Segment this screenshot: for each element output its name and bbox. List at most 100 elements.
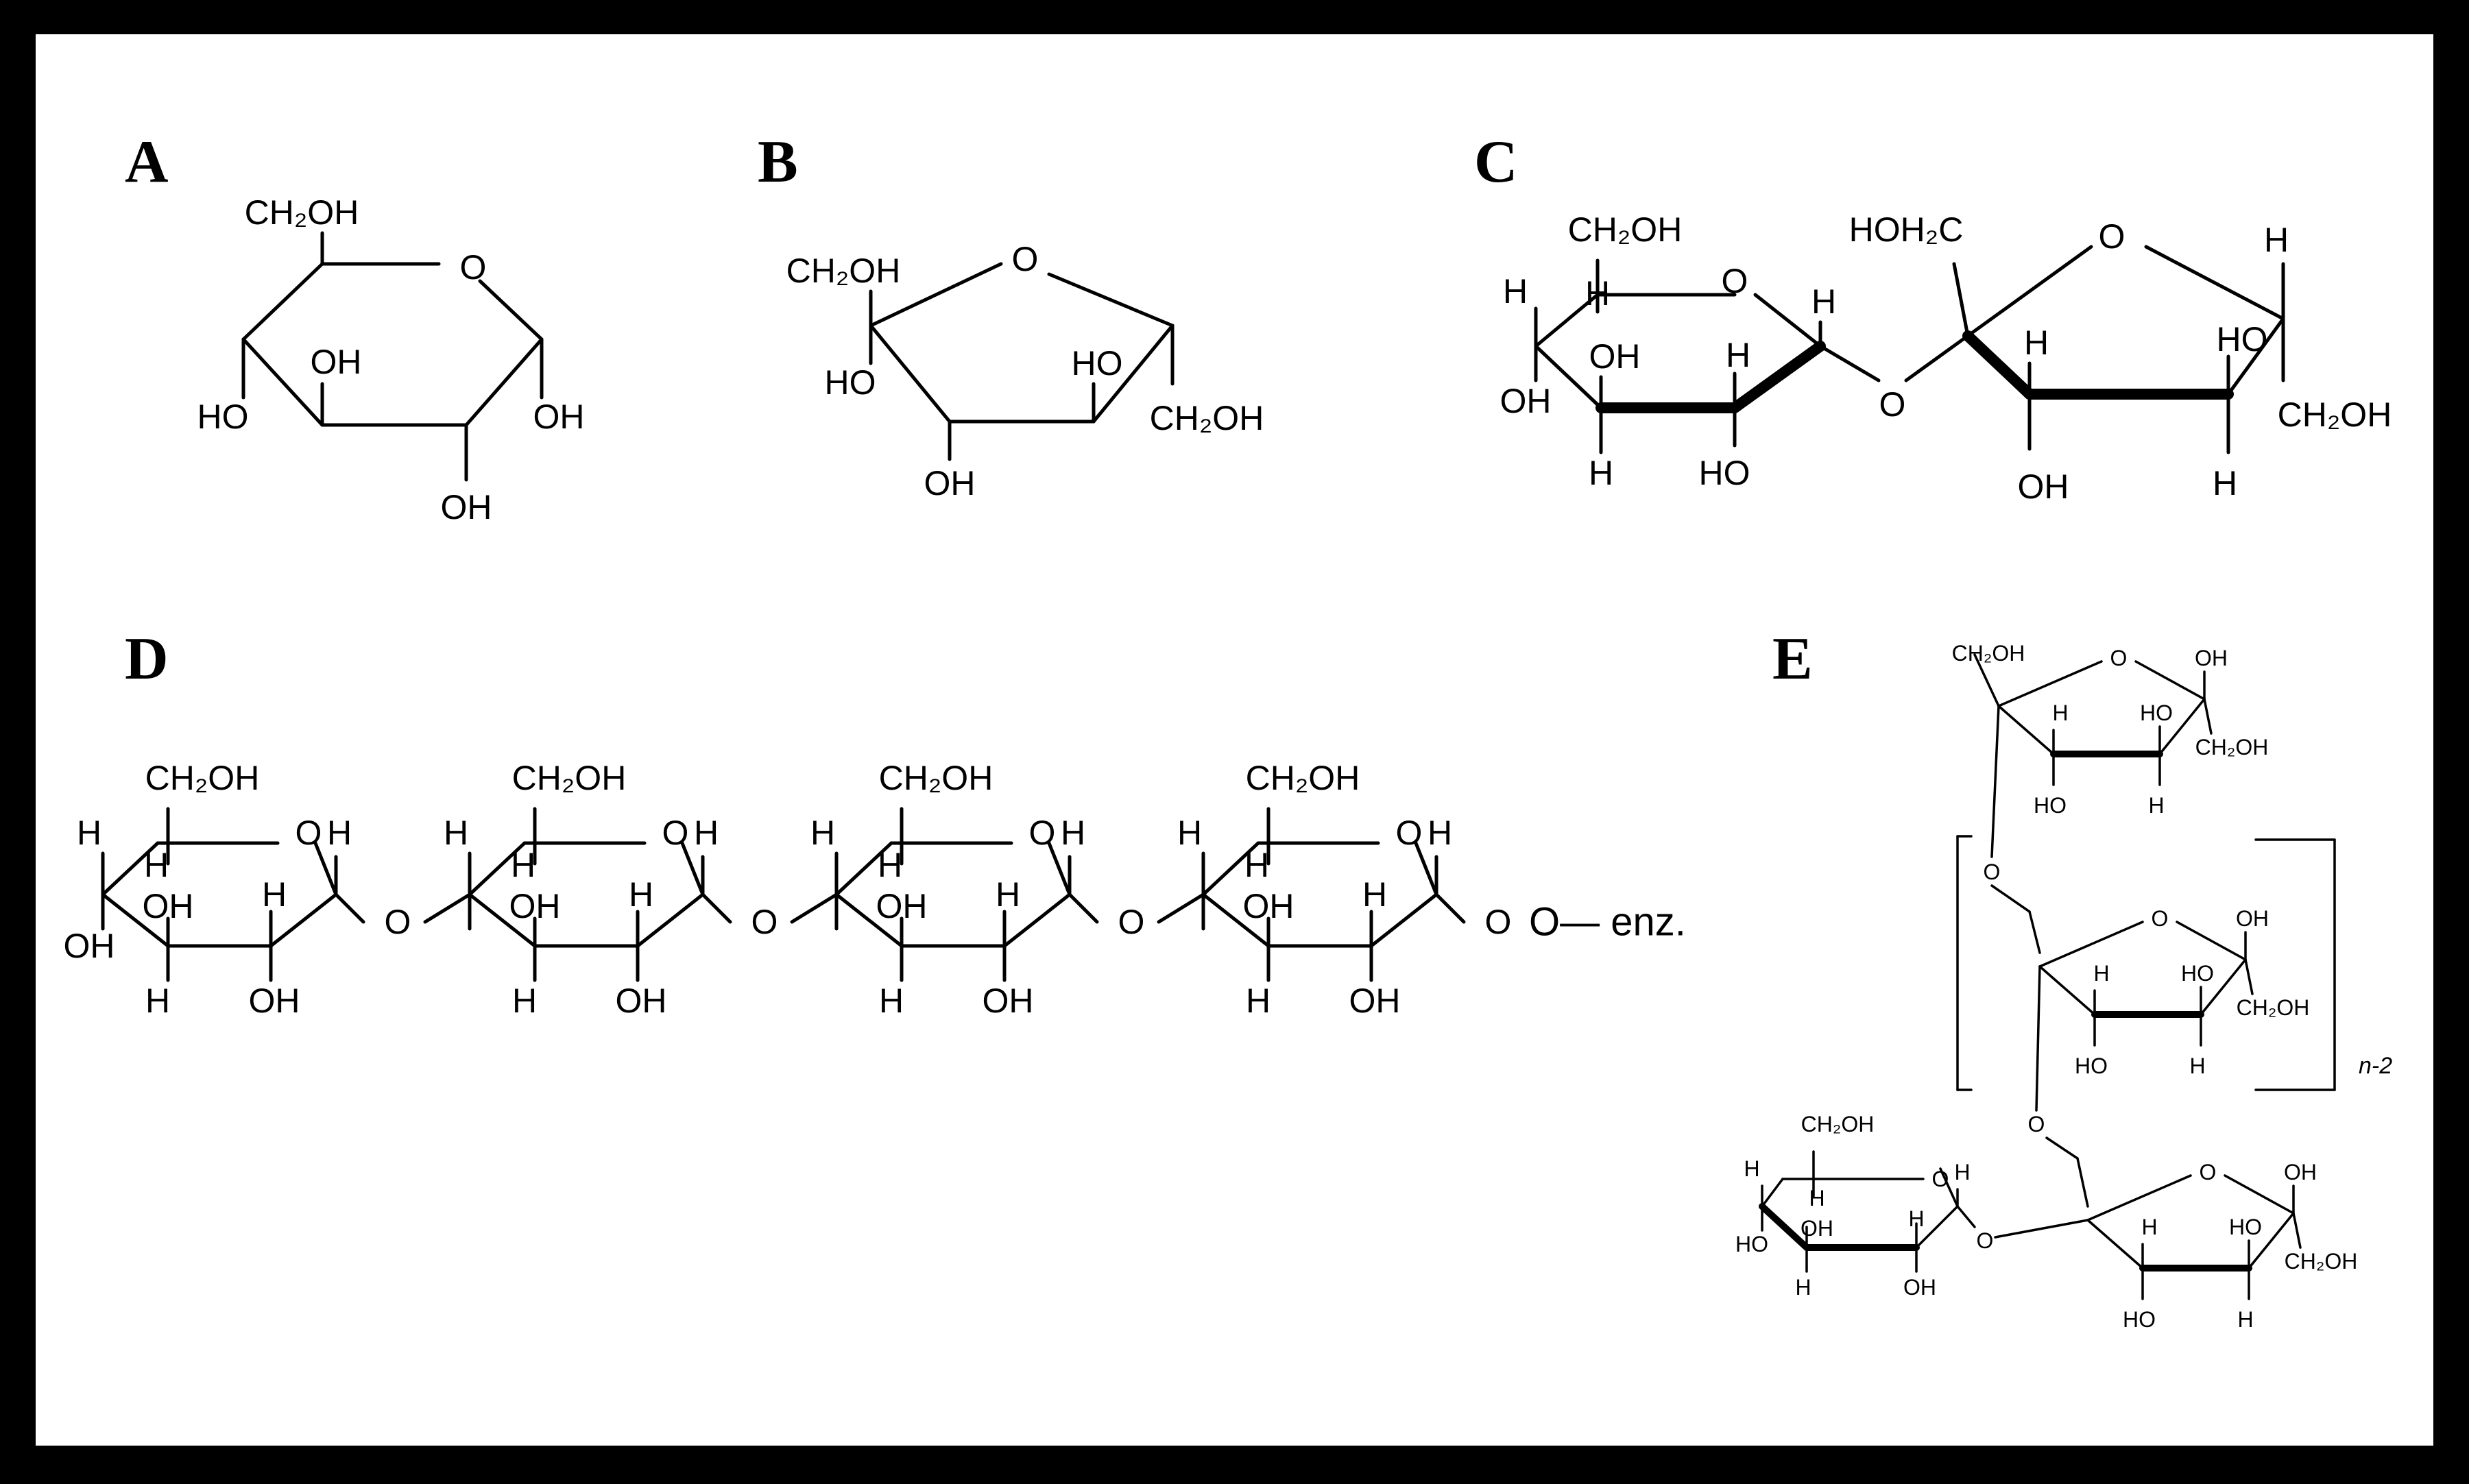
atom-o: O bbox=[1012, 240, 1039, 278]
bond bbox=[1997, 705, 2055, 755]
bond bbox=[1534, 293, 1600, 348]
structure-e-fructan: OHHOHOHOHCH₂OHCH₂OHOOHHOHOHOHCH₂OHOOHHOH… bbox=[1735, 641, 2392, 1332]
bond bbox=[1997, 660, 2103, 707]
bond bbox=[1939, 1167, 1959, 1208]
atom-o: O bbox=[1118, 903, 1145, 941]
atom-ho: HO bbox=[2075, 1054, 2108, 1078]
atom-h: H bbox=[878, 846, 902, 884]
bond bbox=[2086, 1174, 2192, 1221]
atom-o: O bbox=[1984, 860, 2001, 884]
bond bbox=[101, 892, 170, 948]
bond bbox=[334, 892, 365, 924]
bond bbox=[790, 892, 839, 924]
bond bbox=[2045, 1136, 2079, 1160]
atom-h: H bbox=[2024, 324, 2049, 362]
atom-oh: OH bbox=[876, 887, 928, 925]
bond bbox=[701, 892, 732, 924]
atom-h: H bbox=[2052, 701, 2068, 725]
bond bbox=[1753, 293, 1822, 348]
atom-h: H bbox=[1589, 454, 1613, 492]
atom-o: O bbox=[1485, 903, 1512, 941]
atom-h: H bbox=[2264, 221, 2289, 259]
bond bbox=[2244, 958, 2254, 995]
bond bbox=[2226, 317, 2285, 396]
bond bbox=[1904, 334, 1970, 382]
atom-ch2oh: CH₂OH bbox=[2285, 1249, 2358, 1274]
atom-o: O bbox=[1977, 1228, 1994, 1253]
atom-h: H bbox=[2093, 961, 2109, 986]
bond bbox=[1068, 892, 1099, 924]
atom-ch2oh: CH₂OH bbox=[2278, 396, 2392, 434]
atom-h: H bbox=[1246, 982, 1270, 1020]
bond bbox=[2203, 698, 2213, 735]
atom-h: H bbox=[1726, 336, 1750, 374]
bond bbox=[101, 841, 160, 897]
atom-ho: HO bbox=[2123, 1307, 2156, 1332]
atom-oh: OH bbox=[64, 927, 115, 965]
panel-label-a: A bbox=[125, 129, 169, 195]
atom-h: H bbox=[810, 814, 835, 852]
atom-oh: OH bbox=[1589, 337, 1641, 376]
atom-oh: OH bbox=[533, 398, 585, 436]
bond bbox=[1201, 892, 1270, 948]
atom-oh: OH bbox=[2018, 467, 2069, 506]
atom-o: O bbox=[1396, 814, 1423, 852]
bond bbox=[834, 841, 893, 897]
bond bbox=[2035, 965, 2041, 1112]
atom-h: H bbox=[1795, 1275, 1811, 1300]
panel-labels: A B C D E bbox=[125, 129, 1813, 692]
atom-h: H bbox=[144, 846, 169, 884]
figure-panel bbox=[36, 34, 2433, 1446]
bond bbox=[2158, 698, 2206, 755]
atom-h: H bbox=[1585, 274, 1610, 313]
atom-ho: HO bbox=[1699, 454, 1750, 492]
bond bbox=[636, 892, 705, 948]
bond bbox=[1818, 344, 1881, 382]
bond bbox=[1956, 1205, 1976, 1228]
bond bbox=[869, 324, 952, 424]
atom-ho: HO bbox=[2217, 320, 2268, 358]
atom-h: H bbox=[2237, 1307, 2253, 1332]
bond bbox=[1534, 344, 1603, 410]
atom-ch2oh: CH₂OH bbox=[1801, 1112, 1875, 1136]
atom-h: H bbox=[262, 875, 287, 914]
atom-ho: HO bbox=[2140, 701, 2173, 725]
bond bbox=[2224, 1174, 2295, 1215]
bond bbox=[478, 279, 544, 341]
bond bbox=[241, 262, 324, 341]
atom-oh: OH bbox=[441, 488, 492, 526]
atom-oh: OH bbox=[2284, 1160, 2317, 1184]
enzyme-label: O— enz. bbox=[1529, 900, 1686, 945]
atom-oh: OH bbox=[249, 982, 300, 1020]
atom-h: H bbox=[1744, 1156, 1759, 1181]
structure-d-amylose-chain: OCH₂OHHHOHOHHHOHHOOCH₂OHHHOHHHOHHOOCH₂OH… bbox=[64, 759, 1686, 1020]
atom-ch2oh: CH₂OH bbox=[1568, 210, 1683, 249]
atom-h: H bbox=[2189, 1054, 2205, 1078]
atom-h: H bbox=[145, 982, 170, 1020]
bond bbox=[1369, 892, 1438, 948]
atom-o: O bbox=[1029, 814, 1056, 852]
atom-h: H bbox=[1177, 814, 1202, 852]
bond bbox=[269, 892, 338, 948]
atom-h: H bbox=[1954, 1160, 1970, 1184]
atom-oh: OH bbox=[509, 887, 561, 925]
bond bbox=[2076, 1157, 2089, 1208]
bond bbox=[1761, 1178, 1784, 1208]
molecule-drawings: OCH₂OHHOOHOHOHOCH₂OHHOOHHOCH₂OHOCH₂OHHHO… bbox=[64, 193, 2393, 1332]
atom-oh: OH bbox=[143, 887, 194, 925]
atom-ch2oh: CH₂OH bbox=[512, 759, 627, 797]
atom-o: O bbox=[662, 814, 689, 852]
atom-ch2oh: CH₂OH bbox=[1952, 641, 2025, 666]
bond bbox=[1966, 245, 2093, 338]
atom-oh: OH bbox=[616, 982, 667, 1020]
atom-o: O bbox=[1879, 385, 1906, 424]
atom-oh: OH bbox=[924, 464, 976, 502]
atom-oh: OH bbox=[311, 343, 362, 381]
bond bbox=[1414, 841, 1438, 897]
atom-h: H bbox=[1811, 282, 1836, 321]
atom-ho: HO bbox=[197, 398, 249, 436]
bond bbox=[2144, 245, 2285, 321]
